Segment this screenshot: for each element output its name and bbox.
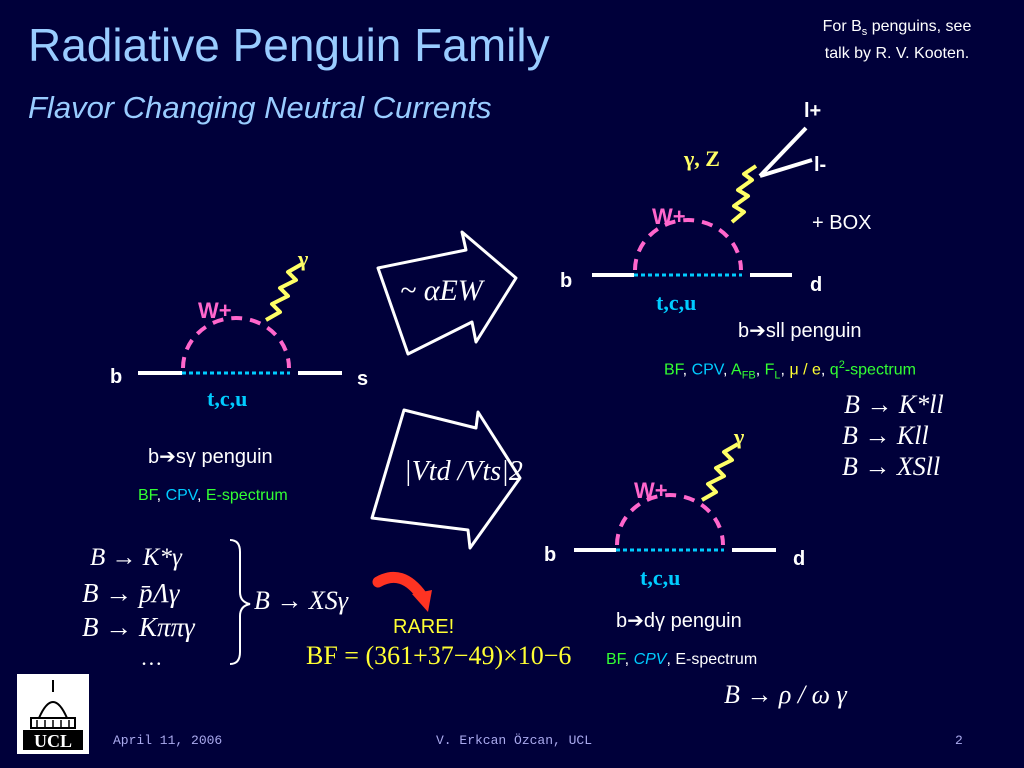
rare-arrow-head	[412, 590, 432, 612]
bdg-w-label: W+	[634, 478, 668, 503]
bsll-mue: μ / e	[789, 361, 821, 379]
bsll-fl: F	[764, 361, 775, 379]
bsll-box-label: + BOX	[812, 212, 872, 234]
bsg-decay-2: B → p̄Λγ	[82, 578, 180, 608]
bsg-w-label: W+	[198, 298, 232, 323]
note-line1-a: For B	[822, 18, 862, 35]
bsll-penguin-b: b	[738, 320, 750, 342]
bsg-gamma-label: γ	[298, 246, 309, 271]
bsg-penguin-b: b	[148, 446, 160, 468]
bdg-photon	[701, 442, 739, 502]
bsll-q: q	[829, 361, 839, 379]
bsll-lepton-plus-line	[758, 126, 808, 178]
page-subtitle: Flavor Changing Neutral Currents	[28, 90, 492, 125]
bdg-bf: BF	[606, 651, 625, 668]
bsg-b-label: b	[110, 366, 123, 388]
bsll-decay-1: B → K*ll	[844, 390, 944, 419]
bsg-penguin-rest: sγ penguin	[175, 446, 273, 468]
bsg-s-label: s	[357, 368, 369, 390]
footer-date: April 11, 2006	[113, 733, 223, 748]
bsll-b-label: b	[560, 270, 573, 292]
alpha-block-arrow	[376, 230, 518, 356]
bsg-bf: BF	[138, 487, 157, 504]
bsll-d-label: d	[810, 274, 823, 296]
bdg-props: BF, CPV, E-spectrum	[606, 651, 758, 668]
bdg-penguin-rest: dγ penguin	[643, 610, 742, 632]
bsll-decay-2: B → Kll	[842, 421, 929, 450]
bsg-decay-ellipsis: …	[142, 645, 162, 670]
bsll-afb-sub: FB	[741, 369, 756, 382]
bsg-sep1: ,	[156, 487, 166, 504]
ucl-dome-icon: UCL	[23, 680, 83, 751]
ucl-logo-text: UCL	[34, 731, 72, 751]
footer-author: V. Erkcan Özcan, UCL	[436, 733, 593, 748]
bsg-decay-3: B → Kππγ	[82, 612, 195, 642]
bsll-arrow-icon: ➔	[749, 320, 766, 342]
bsg-quarks-label: t,c,u	[207, 386, 248, 411]
bsll-boson	[730, 164, 758, 224]
bsll-w-label: W+	[652, 204, 686, 229]
bsg-diagram	[138, 262, 342, 375]
bsll-q-sup: 2	[838, 359, 845, 371]
bsll-bf: BF	[664, 361, 683, 379]
alpha-ew-text: ~ αEW	[400, 274, 483, 307]
rare-label: RARE!	[393, 616, 455, 638]
bdg-arrow-icon: ➔	[627, 610, 644, 632]
bsll-props: BF, CPV, AFB, FL, μ / e, q2-spectrum	[664, 359, 916, 382]
note-line1-sub: s	[861, 26, 868, 39]
bdg-penguin-b: b	[616, 610, 628, 632]
bdg-d-label: d	[793, 548, 806, 570]
bdg-cpv: CPV	[633, 651, 667, 668]
bdg-penguin-label: b➔dγ penguin	[616, 608, 742, 633]
bs-note: For Bs penguins, see talk by R. V. Koote…	[792, 16, 1002, 64]
bsll-gz-label: γ, Z	[684, 146, 720, 171]
rare-arrow	[372, 571, 428, 602]
bsll-w-arc	[633, 218, 743, 271]
note-line1-b: penguins, see	[867, 18, 972, 35]
note-line2: talk by R. V. Kooten.	[824, 45, 970, 63]
bsg-spec: E-spectrum	[205, 487, 288, 504]
bsll-diagram	[592, 126, 813, 277]
bdg-quarks-label: t,c,u	[640, 565, 681, 590]
bsll-lminus-label: l-	[814, 154, 827, 176]
bsll-quarks-label: t,c,u	[656, 290, 697, 315]
bsg-photon	[265, 262, 303, 322]
bsg-cpv: CPV	[165, 487, 197, 504]
footer-page: 2	[955, 733, 963, 748]
bf-value: BF = (361+37−49)×10−6	[306, 641, 572, 670]
bsll-afb: A	[731, 361, 742, 379]
bsg-w-arc	[181, 316, 291, 369]
bsll-fl-sub: L	[774, 369, 781, 382]
bdg-gamma-label: γ	[734, 424, 745, 449]
ckm-ratio-text: |Vtd /Vts|2	[404, 456, 523, 487]
bdg-b-label: b	[544, 544, 557, 566]
bsll-lepton-minus-line	[759, 158, 813, 178]
bsll-penguin-label: b➔sll penguin	[738, 318, 862, 343]
ckm-block-arrow	[370, 408, 522, 550]
bdg-spec: E-spectrum	[675, 651, 758, 668]
bsll-decay-3: B → XSll	[842, 452, 941, 481]
bdg-w-arc	[615, 493, 725, 546]
bsg-arrow-icon: ➔	[159, 446, 176, 468]
page-title: Radiative Penguin Family	[28, 19, 550, 71]
bsg-penguin-label: b➔sγ penguin	[148, 444, 273, 469]
bsg-props: BF, CPV, E-spectrum	[138, 487, 288, 505]
ucl-logo: UCL	[17, 674, 89, 754]
bdg-diagram	[574, 442, 776, 552]
bsll-lplus-label: l+	[804, 100, 822, 122]
decays-brace	[229, 539, 251, 665]
bsll-penguin-rest: sll penguin	[765, 320, 862, 342]
bsll-spec: -spectrum	[844, 361, 916, 379]
bdg-decay: B → ρ / ω γ	[724, 680, 847, 709]
bsg-inclusive: B → XSγ	[254, 586, 349, 615]
bsg-sep2: ,	[197, 487, 206, 504]
bsll-cpv: CPV	[691, 361, 723, 379]
bsg-decay-1: B → K*γ	[90, 544, 182, 571]
